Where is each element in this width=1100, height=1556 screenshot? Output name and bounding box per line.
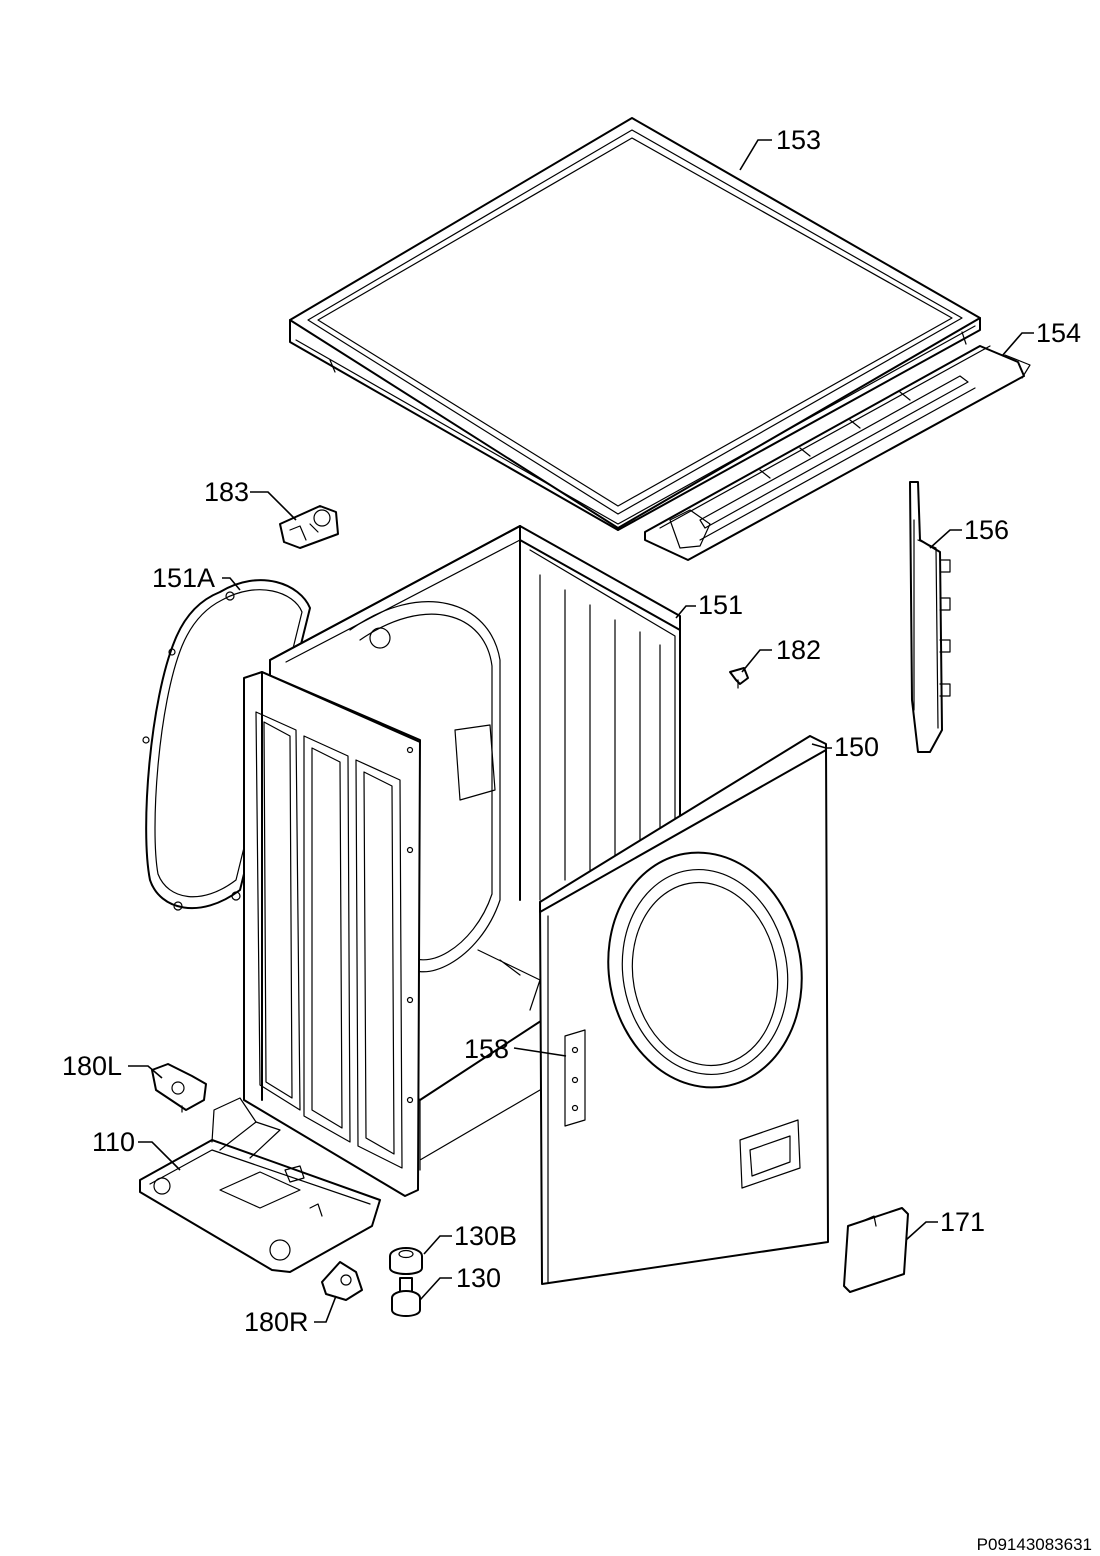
part-180L-foot-bracket [151,1063,207,1113]
leader-130B [423,1235,452,1255]
part-153-top-cover [289,117,981,531]
part-151A-seal-ring [142,579,311,911]
leader-182 [741,649,772,673]
label-130: 130 [456,1263,501,1293]
label-110: 110 [92,1127,135,1157]
label-183: 183 [204,477,249,507]
leader-171 [905,1221,938,1241]
leader-183 [250,491,297,521]
leader-158 [513,1047,567,1057]
label-154: 154 [1036,318,1081,348]
part-130-foot [391,1277,421,1317]
label-150: 150 [834,732,879,762]
part-151-side-panel [243,671,421,1197]
label-158: 158 [464,1034,509,1064]
leader-180R [314,1295,337,1323]
label-151A: 151A [152,563,215,593]
leader-lines [128,139,1034,1323]
part-180R-foot-bracket [321,1261,363,1301]
part-110-base-plate [139,1097,381,1273]
part-182-pin [729,667,749,689]
part-150-front-panel [539,735,829,1285]
leader-180L [128,1065,163,1079]
label-171: 171 [940,1207,985,1237]
part-171-service-flap [843,1207,909,1293]
part-130B-foot-nut [389,1247,423,1275]
leader-130 [419,1277,452,1301]
document-id: P09143083631 [977,1535,1092,1554]
label-180L: 180L [62,1051,122,1081]
label-130B: 130B [454,1221,517,1251]
leader-153 [739,139,772,171]
leader-151A [222,577,241,591]
part-156-side-bracket [909,481,951,753]
leader-156 [929,529,962,549]
label-180R: 180R [244,1307,309,1337]
label-151: 151 [698,590,743,620]
label-156: 156 [964,515,1009,545]
label-182: 182 [776,635,821,665]
part-labels: 153 154 183 156 151A 151 182 150 158 180… [62,125,1081,1337]
part-154-rear-rail [644,345,1031,561]
part-183-clip [279,505,339,549]
leader-110 [138,1141,181,1171]
label-153: 153 [776,125,821,155]
leader-151 [675,605,696,619]
leader-154 [1001,332,1034,357]
leader-150 [811,743,832,749]
